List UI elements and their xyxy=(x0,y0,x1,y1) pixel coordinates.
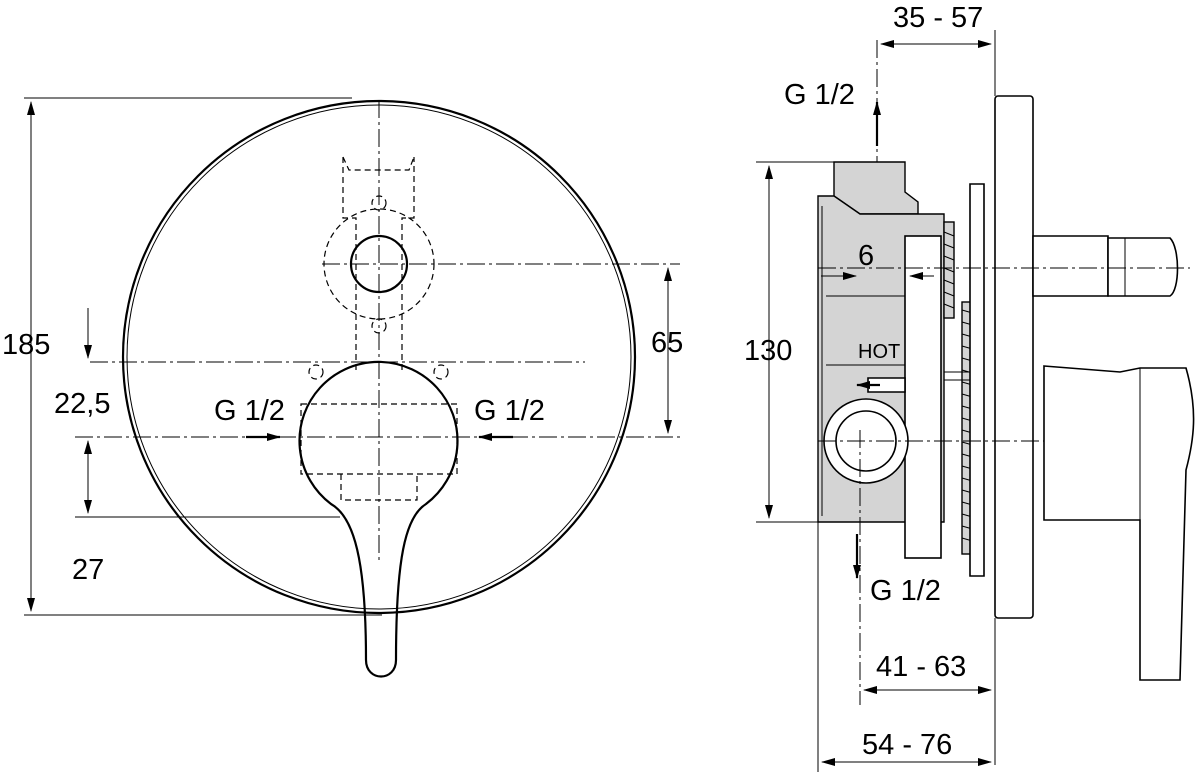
wall-escutcheon xyxy=(969,183,985,577)
dim-offset-bottom: 27 xyxy=(72,554,104,586)
dim-depth-total: 54 - 76 xyxy=(862,729,952,761)
dim-top-depth: 35 - 57 xyxy=(893,2,983,34)
mounting-flange xyxy=(904,235,942,559)
dim-centers: 65 xyxy=(651,327,683,359)
dim-depth-mid: 41 - 63 xyxy=(876,651,966,683)
dim-offset-top: 22,5 xyxy=(54,388,110,420)
inlet-right-label: G 1/2 xyxy=(474,395,545,427)
front-view: 185 22,5 27 65 G 1/2 G 1/2 xyxy=(2,97,683,678)
outlet-bottom-label: G 1/2 xyxy=(870,575,941,607)
dim-body-height: 130 xyxy=(744,335,792,367)
inlet-left-label: G 1/2 xyxy=(214,395,285,427)
dim-overall-height: 185 xyxy=(2,329,50,361)
hot-label: HOT xyxy=(858,341,900,363)
outlet-top-label: G 1/2 xyxy=(784,79,855,111)
handle-side xyxy=(1043,365,1195,681)
outlet-port xyxy=(349,234,409,294)
mixer-handle xyxy=(298,360,459,678)
dim-wall: 6 xyxy=(858,240,874,272)
side-view: 35 - 57 G 1/2 130 6 HOT G 1/2 41 - 63 54… xyxy=(744,2,1195,772)
spout-connector xyxy=(1032,235,1109,297)
cover-plate-side xyxy=(994,95,1034,619)
